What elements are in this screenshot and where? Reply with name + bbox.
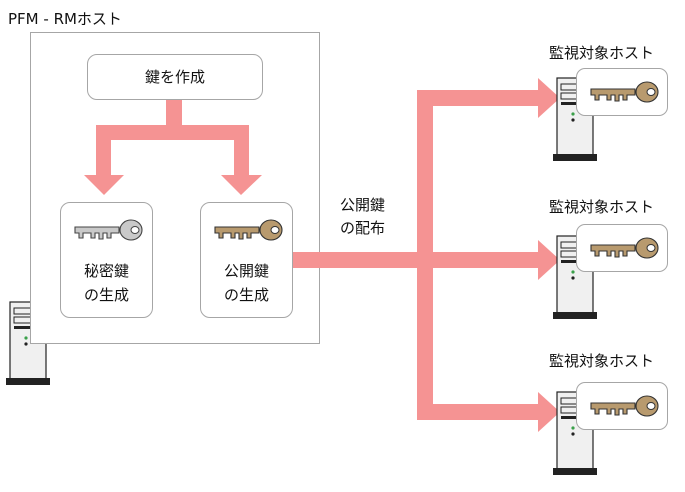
public-key-line2: の生成 (223, 286, 269, 304)
arrow-head-private (84, 175, 124, 195)
rm-host-label: PFM - RMホスト (8, 10, 122, 28)
private-key-box: 秘密鍵 の生成 (60, 202, 153, 318)
public-key-box: 公開鍵 の生成 (200, 202, 293, 318)
private-key-line1: 秘密鍵 (83, 262, 129, 280)
monitored-host-key-icon (590, 237, 659, 259)
monitored-host-label: 監視対象ホスト (549, 352, 655, 370)
private-key-line2: の生成 (83, 286, 129, 304)
monitored-host-key-box (576, 68, 668, 116)
create-key-box: 鍵を作成 (87, 54, 263, 100)
public-key-line1: 公開鍵 (223, 262, 269, 280)
arrow-head-public (221, 175, 262, 195)
arrow-head-host-3 (538, 392, 560, 432)
monitored-host-label: 監視対象ホスト (549, 44, 655, 62)
distribution-line1: 公開鍵 (340, 196, 386, 214)
public-key-icon (214, 219, 283, 241)
split-arrow-stem (166, 99, 182, 129)
monitored-host-key-box (576, 224, 668, 272)
monitored-host-key-icon (590, 395, 659, 417)
monitored-host-key-icon (590, 81, 659, 103)
distribution-arrow-stem (290, 252, 432, 268)
arrow-head-host-2 (538, 240, 560, 280)
private-key-icon (74, 219, 143, 241)
create-key-label: 鍵を作成 (144, 68, 205, 86)
monitored-host-key-box (576, 382, 668, 430)
split-arrow-bar (96, 125, 248, 140)
distribution-line2: の配布 (340, 219, 386, 237)
arrow-head-host-1 (538, 78, 560, 118)
monitored-host-label: 監視対象ホスト (549, 198, 655, 216)
